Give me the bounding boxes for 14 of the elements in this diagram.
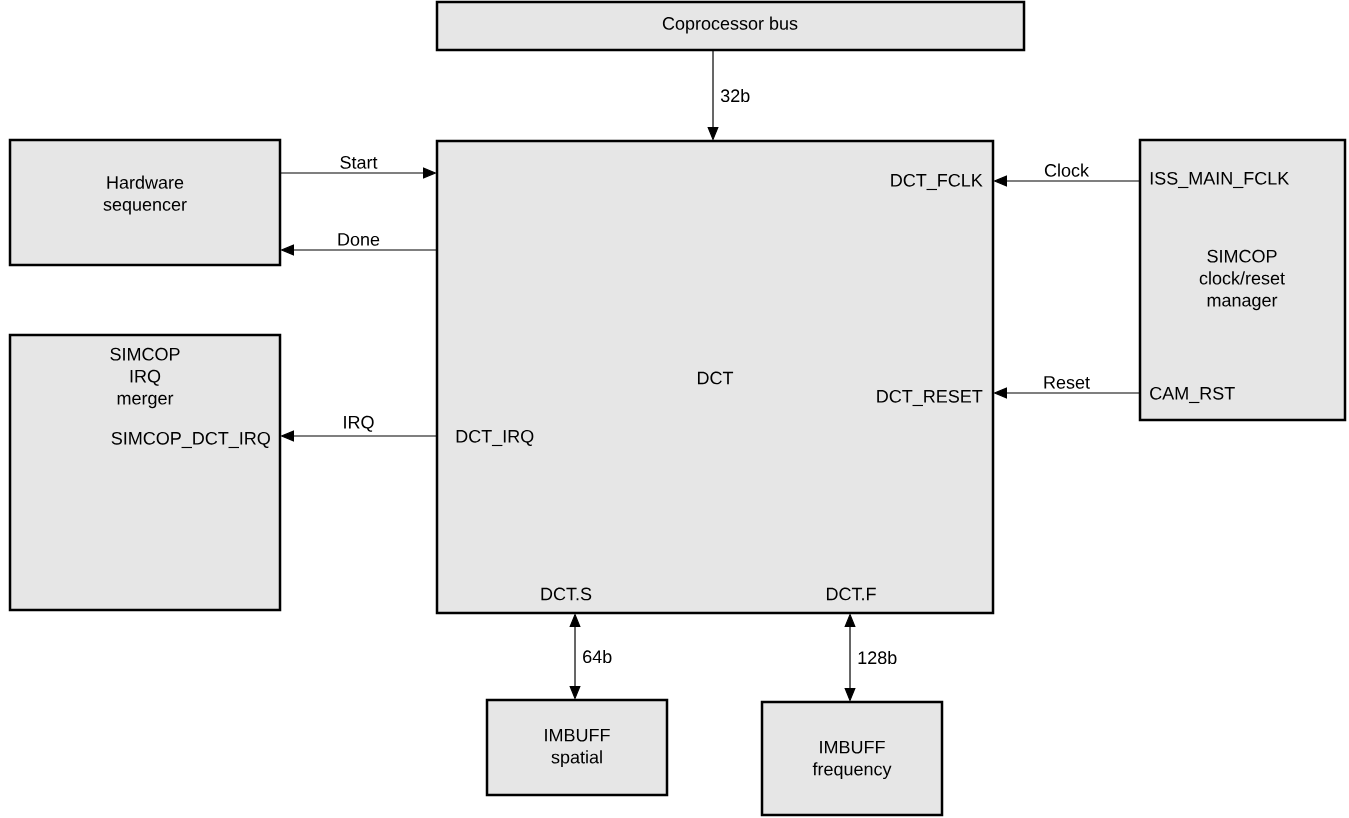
edge-label: Done [336, 232, 382, 247]
edge-label: 64b [581, 648, 614, 665]
block-box: Coprocessor bus [435, 0, 1026, 52]
block-box: SIMCOP IRQ merger SIMCOP_DCT_IRQ [8, 333, 282, 612]
block-box: Hardware sequencer [8, 138, 282, 267]
block-box: IMBUFF spatial [485, 698, 669, 797]
edge-label: IRQ [341, 414, 376, 433]
edge-label: 32b [719, 87, 752, 104]
block-box: ISS_MAIN_FCLK SIMCOP clock/reset manager CAM_RST [1138, 138, 1347, 422]
edge-label: Clock [1043, 162, 1090, 178]
block-box: IMBUFF frequency [760, 700, 944, 817]
edge-label: Reset [1042, 375, 1091, 390]
edge-label: 128b [856, 649, 899, 666]
edge-label: Start [338, 155, 379, 170]
